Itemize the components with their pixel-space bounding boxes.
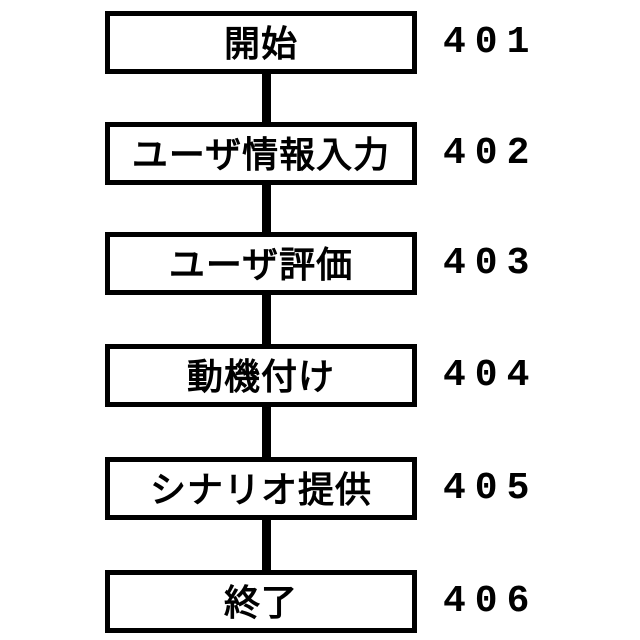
ref-number-403: 403 — [443, 241, 539, 285]
flow-step-start: 開始 401 — [0, 11, 640, 74]
ref-number-401: 401 — [443, 20, 539, 64]
connector-402-403 — [262, 183, 271, 234]
connector-404-405 — [262, 405, 271, 459]
ref-number-406: 406 — [443, 579, 539, 623]
flow-box-scenario-provision: シナリオ提供 — [105, 457, 417, 520]
flow-box-end-label: 終了 — [223, 581, 298, 623]
flow-box-end: 終了 — [105, 570, 417, 633]
flow-box-user-evaluation: ユーザ評価 — [105, 232, 417, 295]
flow-step-user-evaluation: ユーザ評価 403 — [0, 232, 640, 295]
ref-number-404: 404 — [443, 353, 539, 397]
flow-box-start-label: 開始 — [223, 22, 298, 64]
ref-number-405: 405 — [443, 466, 539, 510]
connector-403-404 — [262, 293, 271, 346]
flow-box-user-info-input: ユーザ情報入力 — [105, 122, 417, 185]
flow-step-end: 終了 406 — [0, 570, 640, 633]
flow-box-motivation: 動機付け — [105, 344, 417, 407]
flow-box-user-evaluation-label: ユーザ評価 — [168, 243, 354, 285]
flow-box-scenario-provision-label: シナリオ提供 — [149, 468, 372, 510]
connector-405-406 — [262, 516, 271, 572]
flow-box-motivation-label: 動機付け — [186, 355, 335, 397]
flow-box-start: 開始 — [105, 11, 417, 74]
flow-step-motivation: 動機付け 404 — [0, 344, 640, 407]
flow-step-user-info-input: ユーザ情報入力 402 — [0, 122, 640, 185]
flow-box-user-info-input-label: ユーザ情報入力 — [131, 133, 391, 175]
connector-401-402 — [262, 72, 271, 124]
flow-step-scenario-provision: シナリオ提供 405 — [0, 457, 640, 520]
ref-number-402: 402 — [443, 131, 539, 175]
